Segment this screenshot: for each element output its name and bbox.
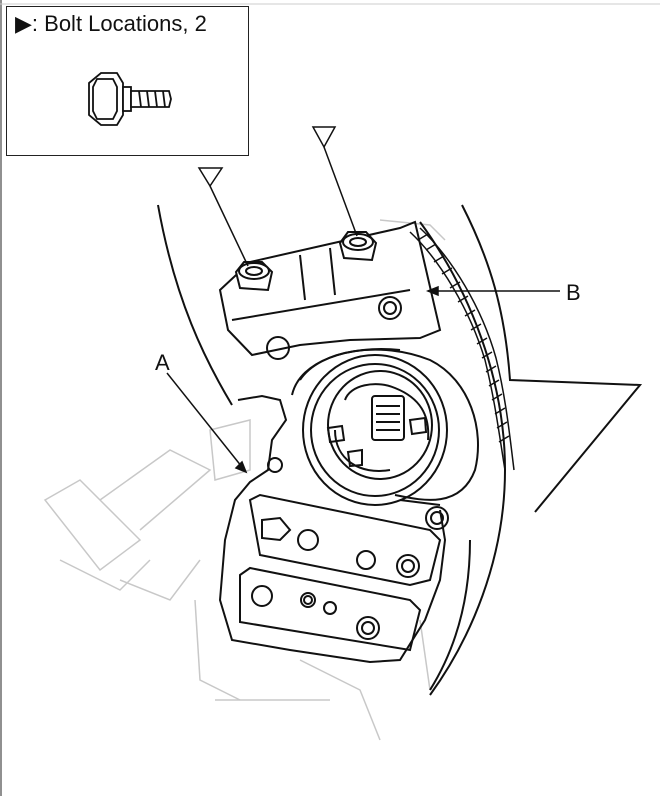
bolt-markers [197,126,358,267]
legend-caption: : Bolt Locations, 2 [31,11,207,36]
column-cover-outline [157,204,643,696]
wiring-harness [409,227,515,471]
clock-spring [291,348,479,530]
callout-a: A [155,350,170,375]
bolt-icon [88,72,172,126]
callout-b: B [566,280,581,305]
legend-label: ▶: Bolt Locations, 2 [15,11,207,37]
bolt-right [338,231,378,262]
bolt-left [234,261,274,292]
leader-lines [166,285,560,474]
background-parts [43,219,446,741]
legend-arrow-icon: ▶ [15,11,32,36]
legend-box: ▶: Bolt Locations, 2 [6,6,249,156]
upper-bracket [218,220,442,360]
lower-housing [218,394,447,664]
